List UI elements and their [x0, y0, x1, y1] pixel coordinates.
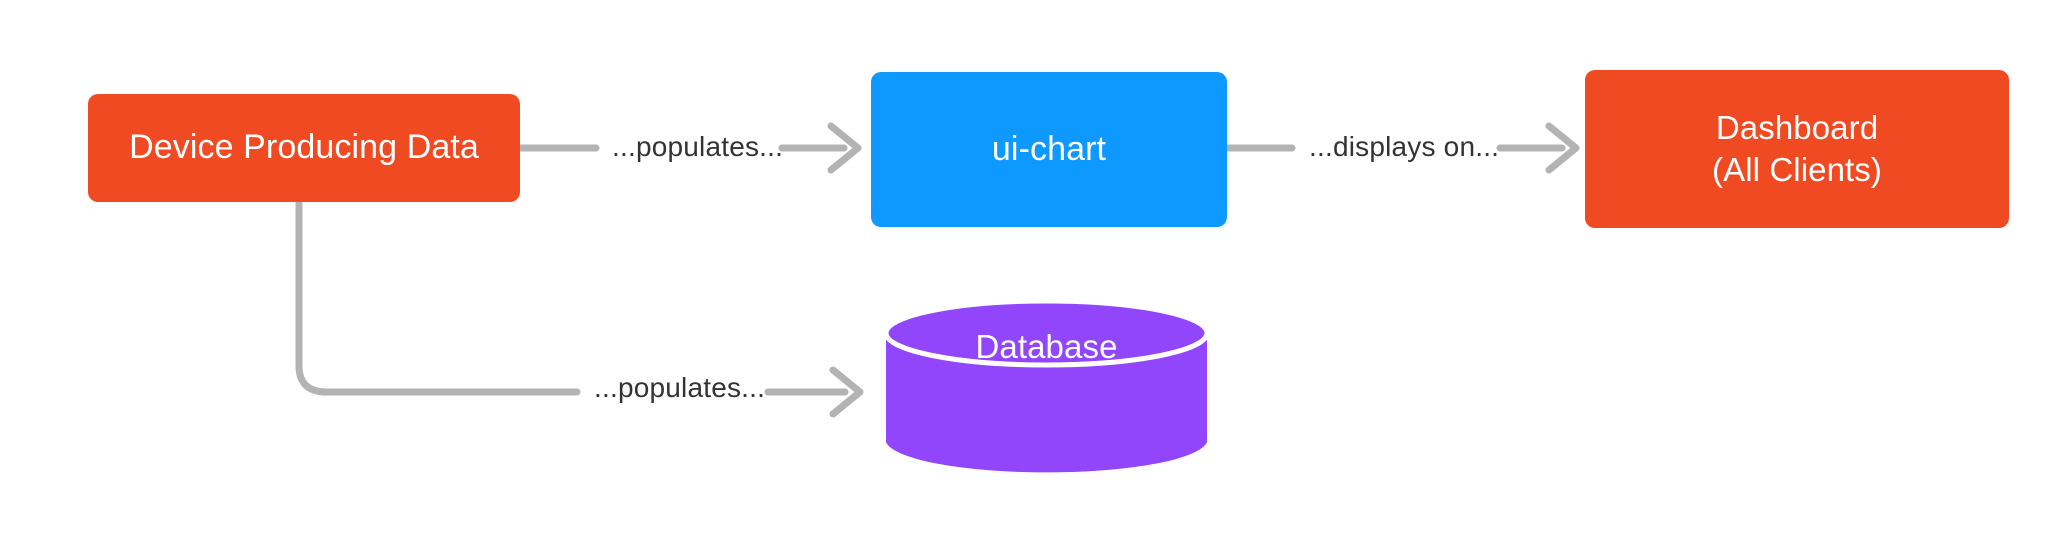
database-cylinder-icon [884, 300, 1209, 473]
edge-path-device-to-database [295, 199, 581, 396]
edge-label-device-to-database: ...populates... [594, 372, 766, 403]
node-label-device-producing-data: Device Producing Data [129, 128, 479, 167]
arrowhead-icon-device-to-uichart [827, 122, 862, 174]
node-label-dashboard: Dashboard (All Clients) [1712, 108, 1882, 188]
edge-device-to-database [295, 199, 864, 418]
database-top-ellipse [884, 300, 1209, 368]
arrowhead-icon-device-to-database [829, 366, 864, 418]
edge-label-device-to-uichart: ...populates... [612, 131, 784, 162]
database-body [886, 333, 1207, 473]
edge-label-uichart-to-dashboard: ...displays on... [1309, 131, 1500, 162]
node-label-ui-chart: ui-chart [991, 129, 1107, 168]
node-database[interactable]: Database [884, 300, 1209, 475]
node-label-database: Database [975, 328, 1118, 365]
node-device-producing-data[interactable]: Device Producing Data [88, 94, 520, 202]
node-dashboard[interactable]: Dashboard (All Clients) [1585, 70, 2009, 228]
arrowhead-icon-uichart-to-dashboard [1545, 122, 1580, 174]
node-ui-chart[interactable]: ui-chart [871, 72, 1227, 227]
